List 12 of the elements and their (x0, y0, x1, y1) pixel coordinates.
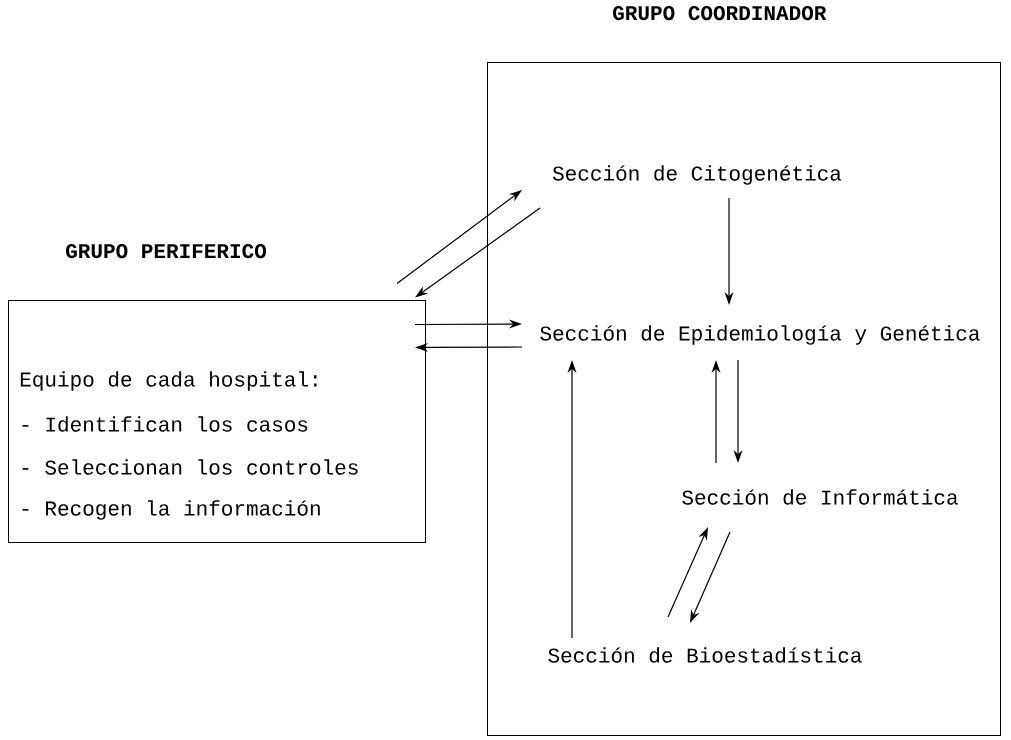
group-heading: GRUPO COORDINADOR (613, 5, 827, 21)
list-item: - Recogen la información (22, 500, 320, 520)
section-label: Sección de Bioestadística (548, 647, 862, 663)
arrow (415, 207, 541, 298)
section-label: Sección de Epidemiología y Genética (540, 325, 980, 345)
section-label: Sección de Informática (682, 489, 958, 505)
list-heading: Equipo de cada hospital: (20, 371, 317, 391)
arrow (396, 190, 522, 285)
list-item: - Seleccionan los controles (22, 459, 358, 475)
group-heading: GRUPO PERIFERICO (66, 243, 267, 259)
list-item: - Identifican los casos (22, 416, 308, 432)
section-label: Sección de Citogenética (552, 165, 842, 185)
